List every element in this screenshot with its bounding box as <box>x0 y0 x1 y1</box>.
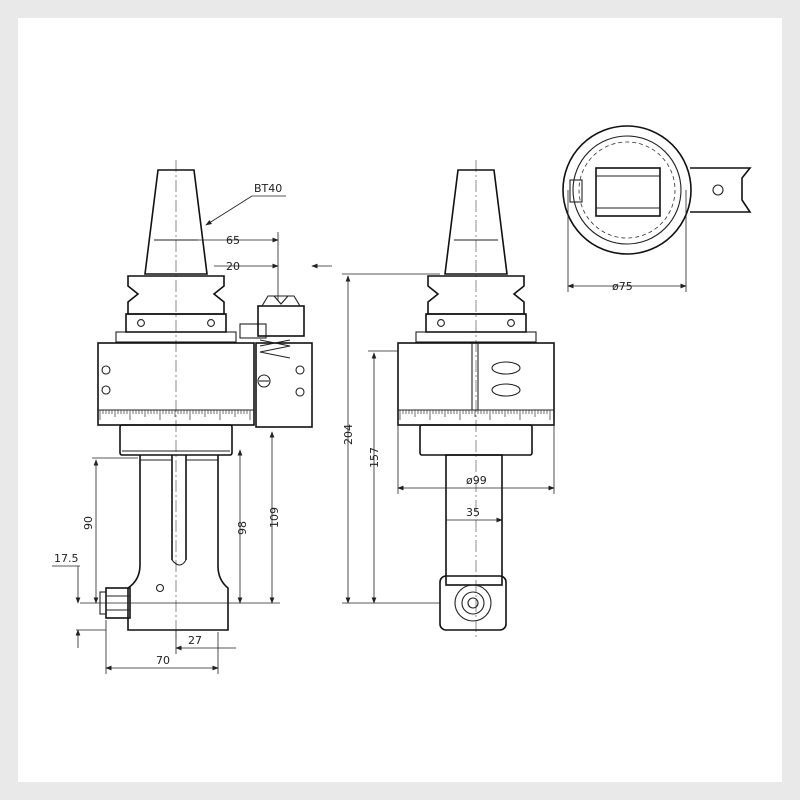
dimensions: BT40 65 20 90 98 109 17.5 27 70 <box>52 182 687 674</box>
tab-arm <box>690 167 752 213</box>
spindle-nose <box>439 575 507 631</box>
drawing-sheet: BT40 65 20 90 98 109 17.5 27 70 <box>18 18 782 782</box>
dim-204: 204 <box>342 424 355 445</box>
dim-70: 70 <box>156 654 170 667</box>
dim-90: 90 <box>82 516 95 530</box>
housing-left-leg <box>127 455 172 631</box>
front-view <box>97 160 313 640</box>
dim-98: 98 <box>236 521 249 535</box>
outer-ring <box>562 125 692 255</box>
top-view <box>562 125 752 255</box>
scale-ticks-side <box>399 410 551 420</box>
side-block <box>255 342 313 428</box>
dim-109: 109 <box>268 507 281 528</box>
dim-dia75: ø75 <box>612 280 633 293</box>
scale-ticks <box>99 410 251 420</box>
housing-right-leg <box>172 455 229 631</box>
side-view <box>397 160 555 640</box>
bt40-taper <box>144 169 208 275</box>
spring <box>259 339 291 359</box>
dim-35: 35 <box>466 506 480 519</box>
spring-plunger <box>257 305 305 337</box>
dim-157: 157 <box>368 447 381 468</box>
dim-dia99: ø99 <box>466 474 487 487</box>
bt40-taper-side <box>444 169 508 275</box>
dim-27: 27 <box>188 634 202 647</box>
dim-17-5: 17.5 <box>54 552 79 565</box>
dim-65: 65 <box>226 234 240 247</box>
inner-block <box>595 167 661 217</box>
dim-20: 20 <box>226 260 240 273</box>
label-bt40: BT40 <box>254 182 282 195</box>
